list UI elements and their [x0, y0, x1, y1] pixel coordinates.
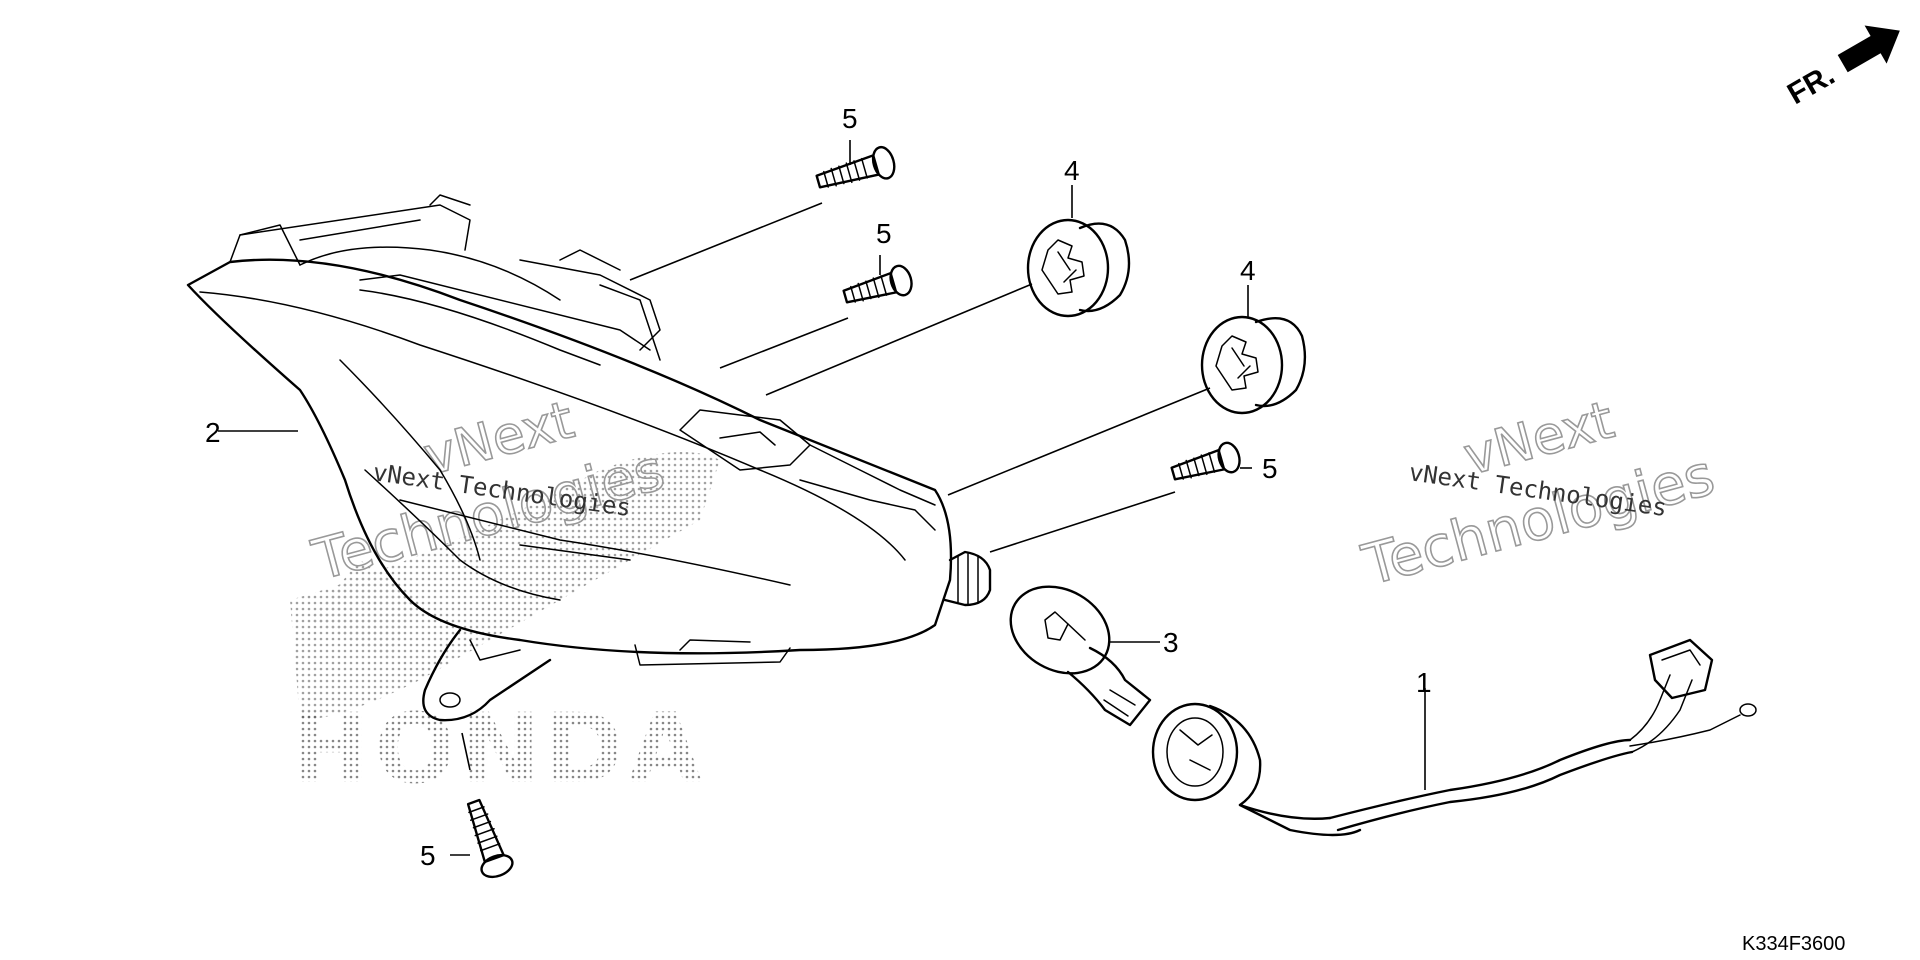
- front-direction-indicator: FR.: [1782, 25, 1900, 111]
- callout-5-right: 5: [1262, 453, 1278, 484]
- callout-4-top: 4: [1064, 155, 1080, 186]
- bulb-3: [1009, 585, 1152, 727]
- callout-3: 3: [1163, 627, 1179, 658]
- diagram-code: K334F3600: [1742, 933, 1845, 955]
- tail-light-housing: [186, 194, 992, 722]
- callout-1: 1: [1416, 667, 1432, 698]
- grommet-4-top: [1026, 218, 1131, 318]
- honda-wing-logo: [290, 452, 720, 720]
- screw-5-bottom: [466, 798, 514, 879]
- direction-label: FR.: [1782, 58, 1840, 111]
- honda-brand-watermark: HONDA: [290, 693, 706, 805]
- leader-lines: [218, 140, 1426, 856]
- screw-5-right: [1170, 441, 1241, 481]
- callout-2: 2: [205, 417, 221, 448]
- arrow-right-icon: [1837, 25, 1900, 73]
- callout-5-top: 5: [842, 103, 858, 134]
- callout-4-bottom: 4: [1240, 255, 1256, 286]
- callout-5-middle: 5: [876, 218, 892, 249]
- screw-5-top: [815, 145, 896, 189]
- screw-5-middle: [842, 264, 913, 304]
- socket-wire-harness-1: [1151, 638, 1757, 837]
- callout-5-bottom: 5: [420, 840, 436, 871]
- grommet-4-bottom: [1200, 315, 1307, 415]
